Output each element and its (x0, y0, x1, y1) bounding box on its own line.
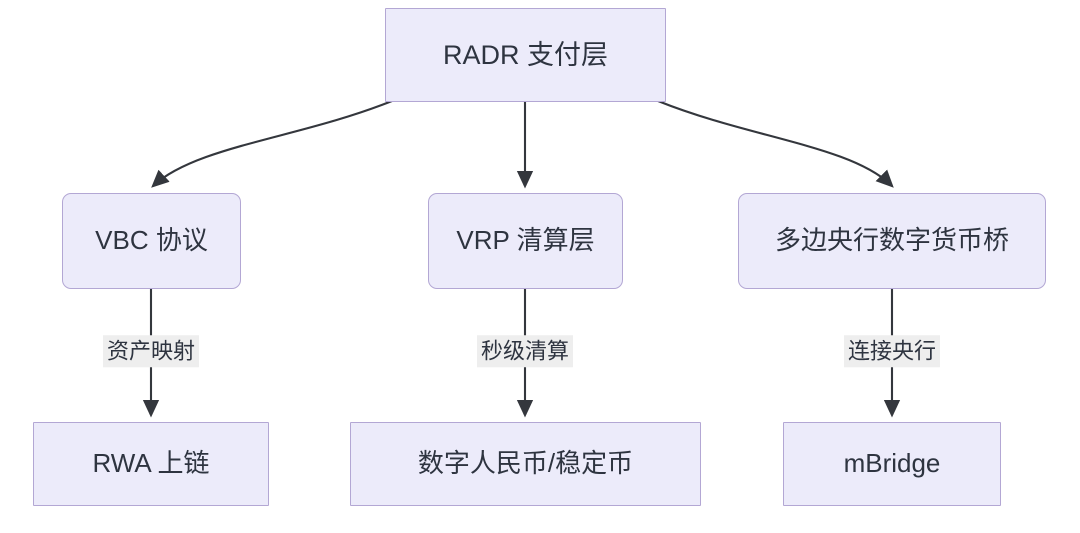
node-vbc-protocol[interactable]: VBC 协议 (62, 193, 241, 289)
node-label: 多边央行数字货币桥 (774, 225, 1009, 256)
node-label: RWA 上链 (92, 448, 210, 479)
node-label: 数字人民币/稳定币 (417, 448, 634, 479)
node-multilateral-cbdc-bridge[interactable]: 多边央行数字货币桥 (738, 193, 1046, 289)
node-label: RADR 支付层 (442, 39, 608, 70)
node-radr-payment-layer[interactable]: RADR 支付层 (385, 8, 666, 102)
node-vrp-clearing-layer[interactable]: VRP 清算层 (428, 193, 623, 289)
node-label: VBC 协议 (95, 225, 208, 256)
edge-label-second-level-clearing: 秒级清算 (476, 335, 574, 367)
edge-label-asset-mapping: 资产映射 (102, 335, 200, 367)
node-digital-rmb-stablecoin[interactable]: 数字人民币/稳定币 (350, 422, 701, 506)
node-label: VRP 清算层 (456, 225, 595, 256)
edge-root-to-vbc (151, 100, 393, 188)
edge-root-to-cbdc (657, 100, 894, 188)
edge-label-connect-central-bank: 连接央行 (843, 335, 941, 367)
node-mbridge[interactable]: mBridge (783, 422, 1001, 506)
node-label: mBridge (843, 448, 941, 479)
node-rwa-on-chain[interactable]: RWA 上链 (33, 422, 269, 506)
